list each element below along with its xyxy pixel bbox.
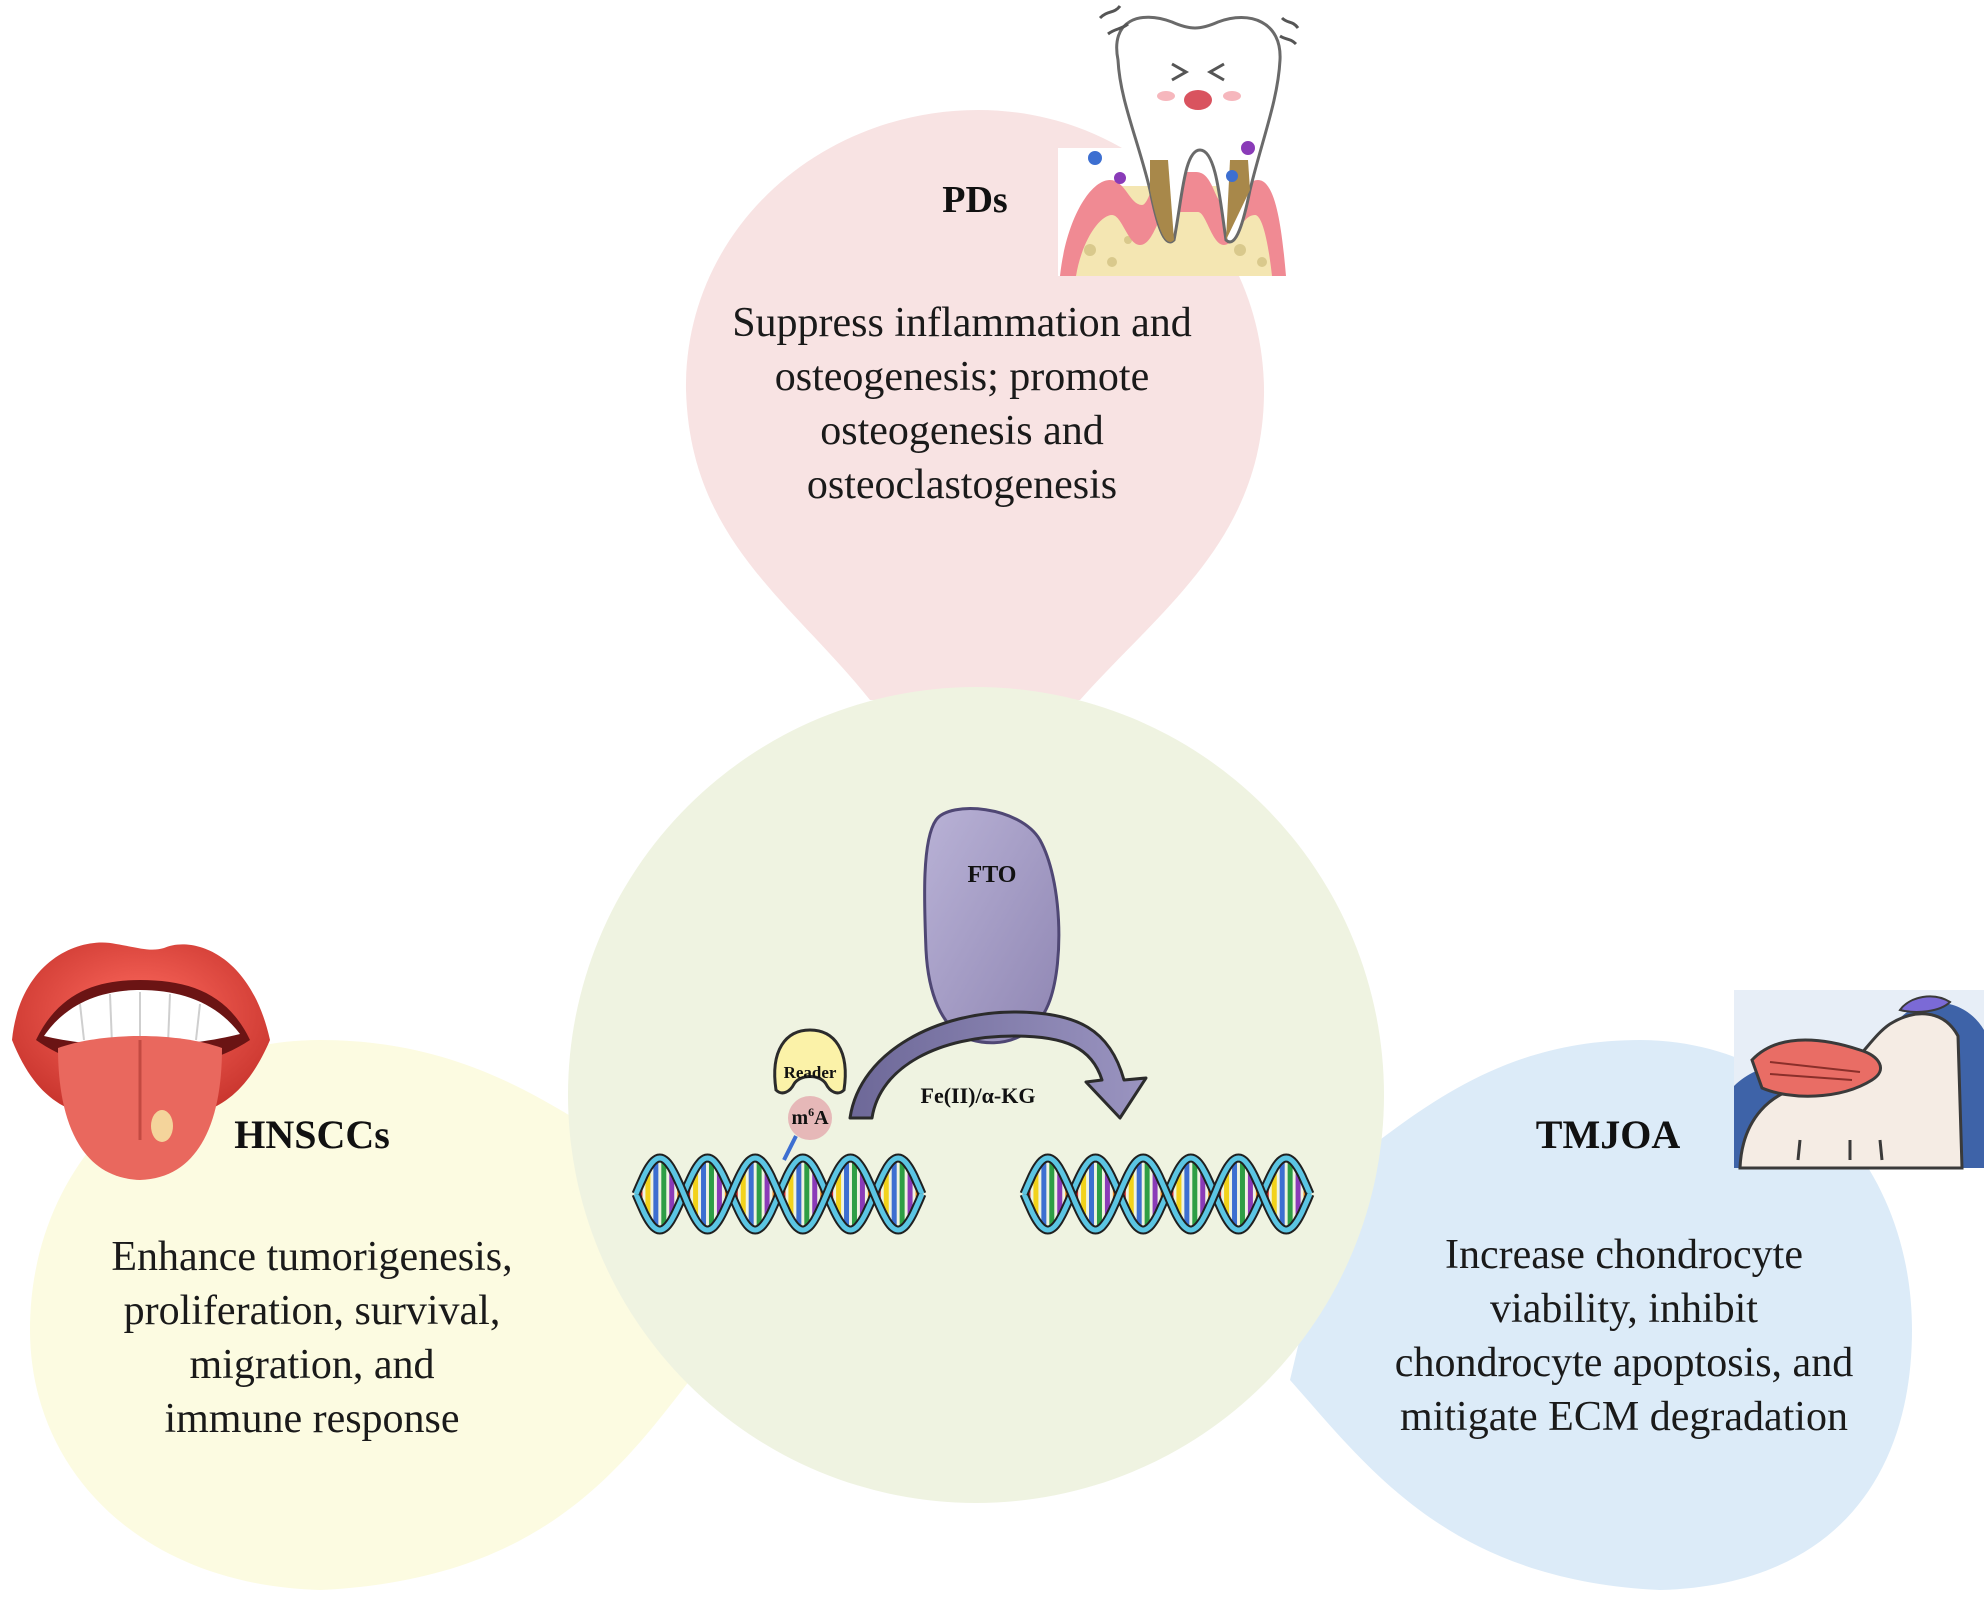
center-circle — [568, 687, 1384, 1503]
helix-strand — [633, 1155, 925, 1233]
tmjoa-petal — [1290, 1040, 1912, 1590]
fto-blob — [923, 807, 1061, 1045]
mouth-tongue-icon — [12, 942, 270, 1180]
reader-body — [773, 1028, 847, 1095]
hnsccs-title: HNSCCs — [234, 1112, 390, 1157]
hnsccs-line-1: Enhance tumorigenesis, — [111, 1234, 512, 1280]
pds-line-3: osteogenesis and — [820, 408, 1103, 454]
fto-label: FTO — [968, 862, 1017, 888]
fto-enzyme: FTO — [923, 807, 1061, 1045]
hnsccs-panel — [30, 1040, 690, 1590]
cofactor-label: Fe(II)/α-KG — [921, 1083, 1036, 1108]
pds-line-4: osteoclastogenesis — [807, 462, 1117, 508]
tmjoa-line-2: viability, inhibit — [1490, 1286, 1758, 1332]
tmjoa-title: TMJOA — [1536, 1112, 1681, 1157]
pds-description: Suppress inflammation and osteogenesis; … — [732, 300, 1192, 508]
reader-protein: Reader m6A — [773, 1028, 847, 1161]
tmjoa-description: Increase chondrocyte viability, inhibit … — [1395, 1232, 1853, 1440]
reader-label: Reader — [784, 1063, 837, 1082]
dna-helix-demethylated — [1019, 1153, 1315, 1235]
m6a-label: m6A — [791, 1105, 829, 1129]
tmjoa-line-3: chondrocyte apoptosis, and — [1395, 1340, 1853, 1386]
pds-title: PDs — [942, 179, 1007, 221]
jaw-joint-icon — [1734, 990, 1984, 1170]
m6a-link — [782, 1135, 798, 1161]
tmjoa-line-1: Increase chondrocyte — [1445, 1232, 1803, 1278]
dna-helix-methylated — [631, 1153, 927, 1235]
pds-line-2: osteogenesis; promote — [775, 354, 1149, 400]
hnsccs-line-4: immune response — [164, 1396, 459, 1442]
periodontal-tooth-icon — [1058, 5, 1300, 276]
helix-strand — [1021, 1155, 1313, 1233]
demethylation-arrow — [848, 1010, 1148, 1120]
pds-line-1: Suppress inflammation and — [732, 300, 1192, 346]
tmjoa-line-4: mitigate ECM degradation — [1400, 1394, 1848, 1440]
m6a-mark — [788, 1096, 832, 1140]
hnsccs-line-3: migration, and — [190, 1342, 435, 1388]
hnsccs-description: Enhance tumorigenesis, proliferation, su… — [111, 1234, 512, 1442]
hnsccs-line-2: proliferation, survival, — [124, 1288, 501, 1334]
tmjoa-panel — [1290, 1040, 1912, 1590]
hnsccs-petal — [30, 1040, 690, 1590]
